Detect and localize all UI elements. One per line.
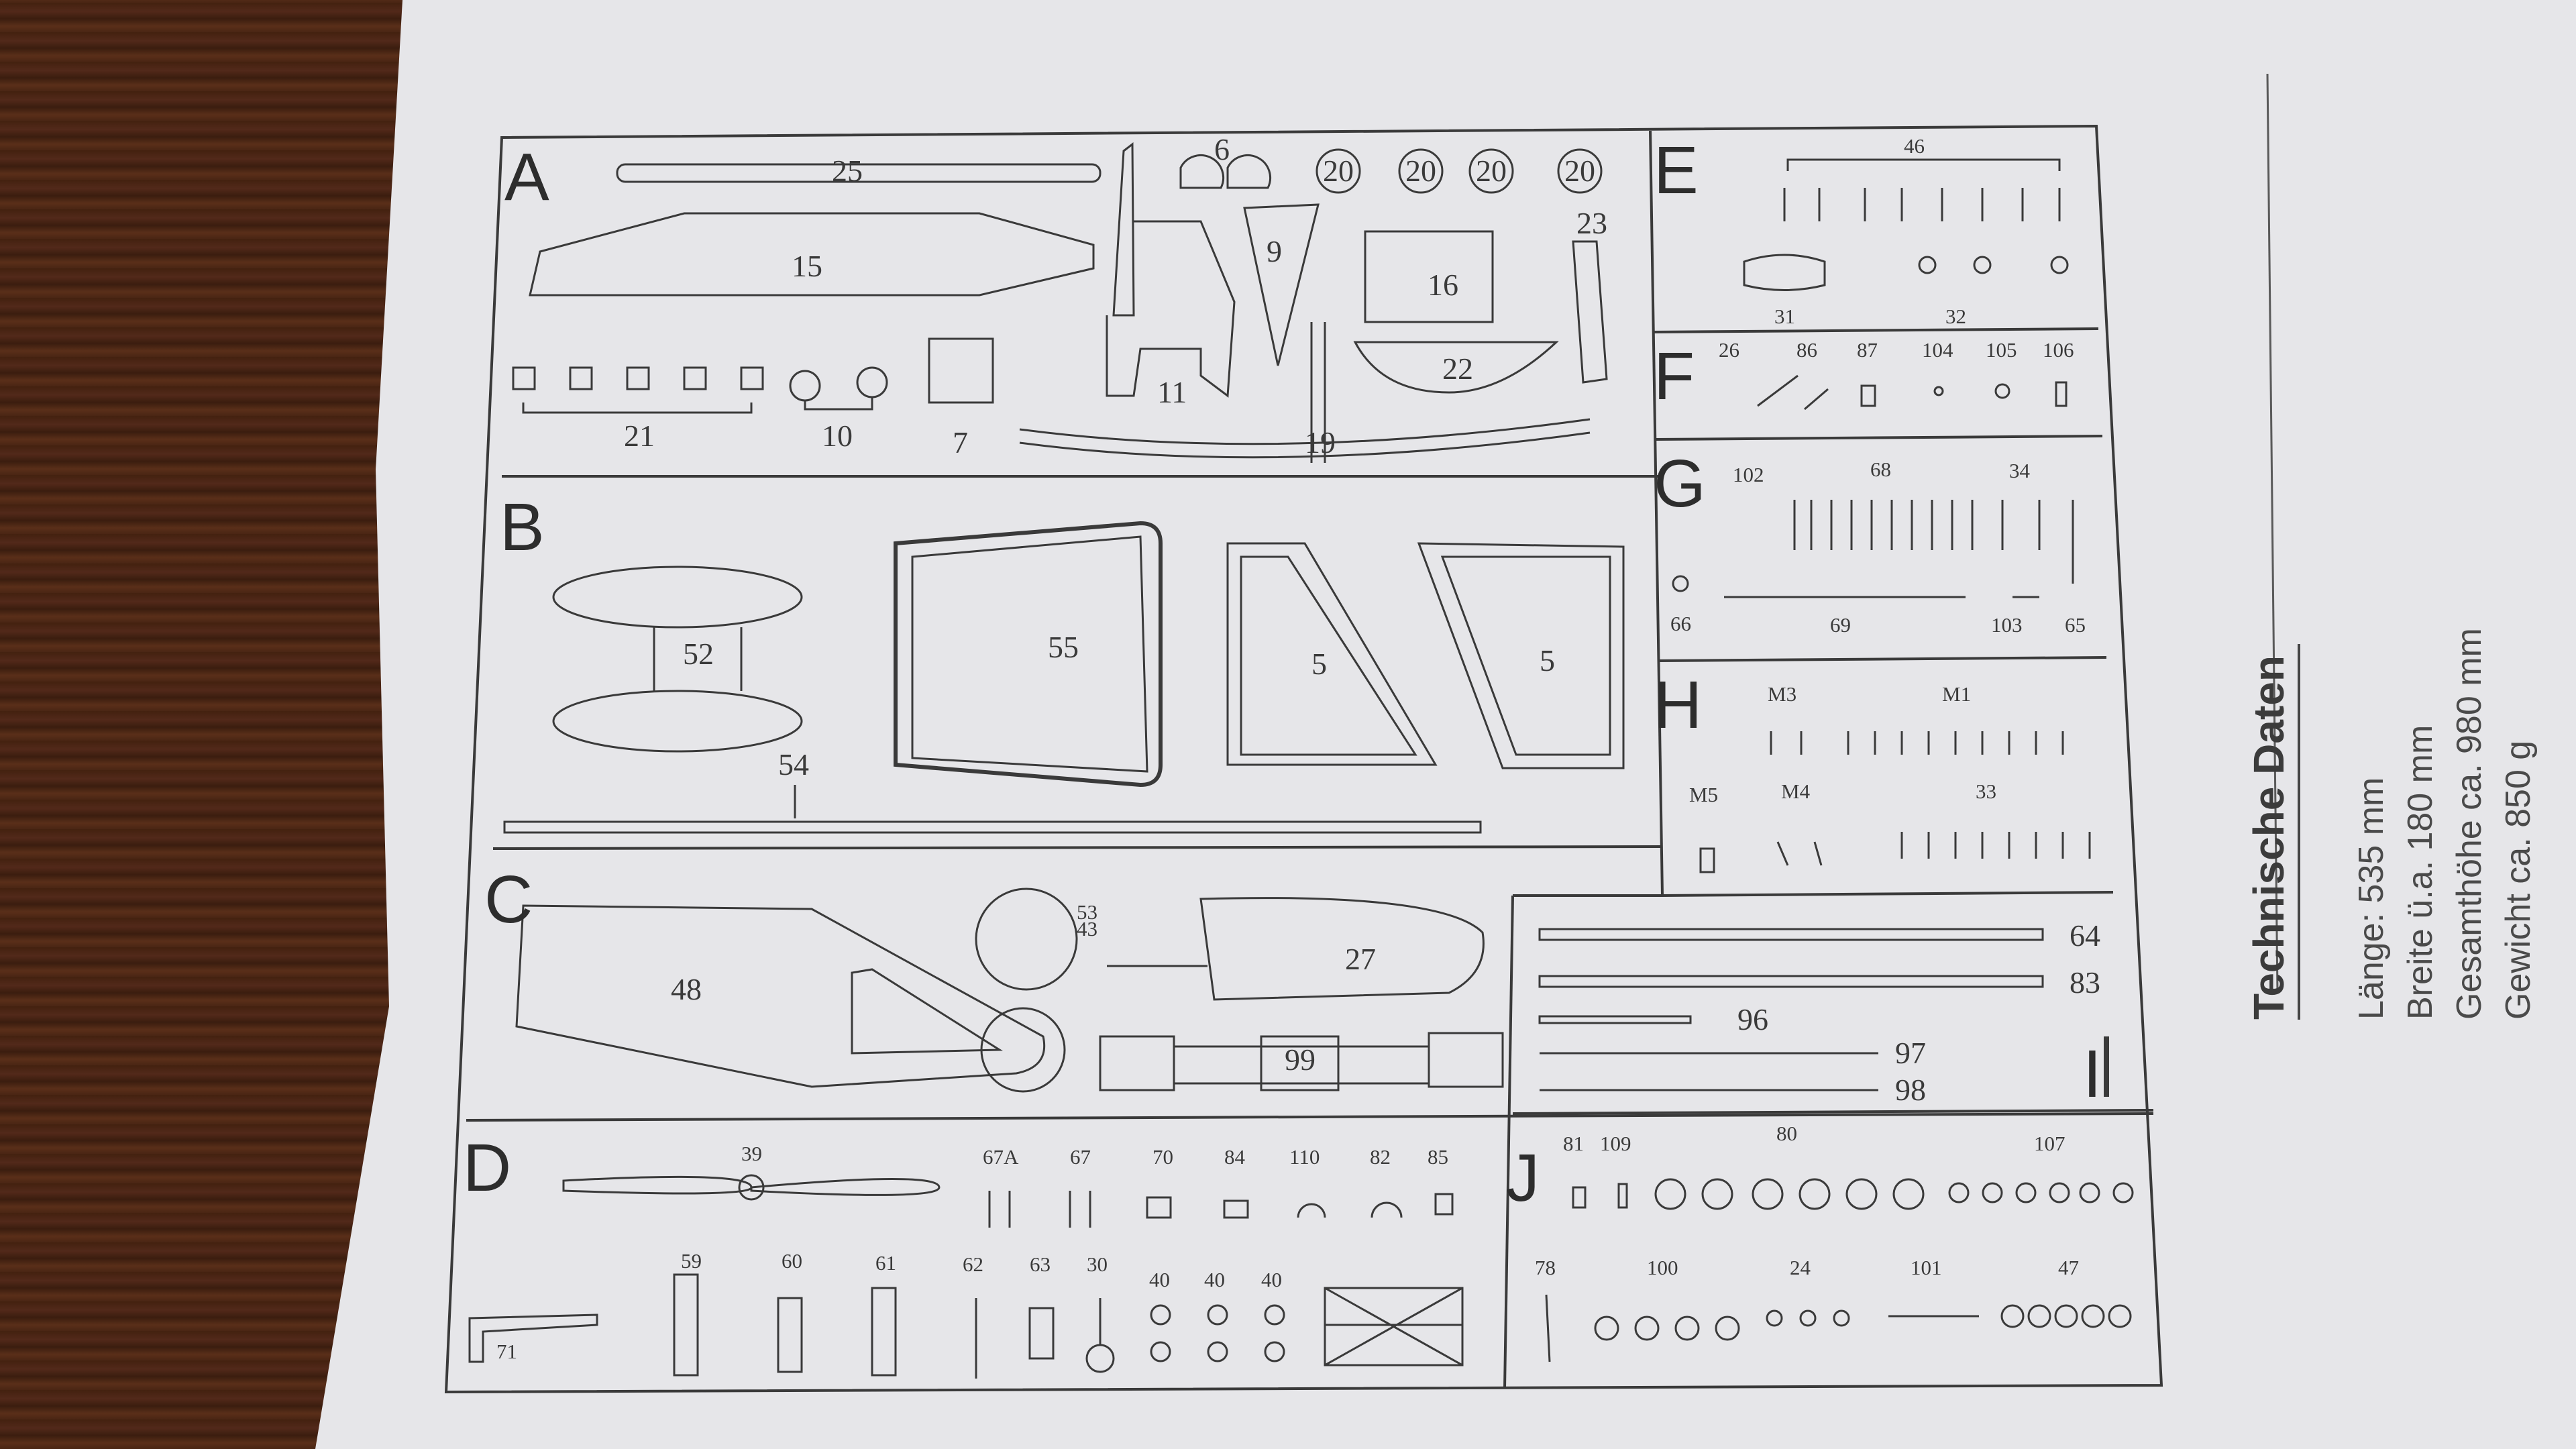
section-letter-d: D [463, 1130, 511, 1205]
part-label: 65 [2065, 613, 2086, 637]
part-label: 60 [782, 1249, 802, 1273]
part-label: M5 [1689, 783, 1718, 806]
spec-height: Gesamthöhe ca. 980 mm [2450, 628, 2489, 1020]
section-letter-i: I [2083, 1036, 2102, 1112]
part-label: 106 [2043, 338, 2074, 362]
part-label: 67 [1070, 1145, 1091, 1169]
part-label: 82 [1370, 1145, 1391, 1169]
section-letter-g: G [1654, 446, 1706, 521]
part-label: 81 [1563, 1132, 1584, 1155]
part-label: 47 [2058, 1256, 2079, 1279]
part-label: 46 [1904, 134, 1925, 158]
part-label: 78 [1535, 1256, 1556, 1279]
part-label: 52 [683, 637, 714, 671]
section-letter-c: C [484, 862, 533, 937]
part-label: 110 [1289, 1145, 1320, 1169]
part-label: 99 [1285, 1042, 1316, 1077]
part-label: 11 [1157, 375, 1187, 409]
outer-frame [444, 124, 2163, 1394]
part-label: 31 [1774, 305, 1795, 328]
spec-length: Länge: 535 mm [2352, 777, 2391, 1020]
part-label: 55 [1048, 630, 1079, 664]
spec-width: Breite ü.a. 180 mm [2401, 724, 2440, 1020]
part-label: 10 [822, 419, 853, 453]
section-letter-a: A [504, 140, 549, 215]
part-label: 23 [1576, 206, 1607, 240]
part-label: 20 [1476, 154, 1507, 188]
part-label: 71 [496, 1340, 517, 1363]
part-label: 67A [983, 1145, 1019, 1169]
part-label: 85 [1428, 1145, 1448, 1169]
part-label: 68 [1870, 458, 1891, 481]
part-label: 20 [1323, 154, 1354, 188]
part-label: 32 [1945, 305, 1966, 328]
part-label: 102 [1733, 463, 1764, 486]
part-label: 66 [1670, 612, 1691, 635]
part-label: 33 [1976, 780, 1996, 803]
part-label: 40 [1261, 1268, 1282, 1291]
section-letter-h: H [1654, 667, 1702, 743]
part-label: 104 [1922, 338, 1953, 362]
part-label: M1 [1942, 682, 1971, 706]
part-label: 39 [741, 1142, 762, 1165]
part-label: 53 [1077, 900, 1097, 924]
section-letter-j: J [1506, 1140, 1540, 1216]
section-letter-e: E [1654, 133, 1699, 208]
part-label: 9 [1267, 234, 1282, 268]
part-label: 83 [2070, 965, 2100, 1000]
part-label: 70 [1152, 1145, 1173, 1169]
part-label: 5 [1311, 647, 1327, 681]
part-label: 63 [1030, 1252, 1051, 1276]
part-label: 105 [1986, 338, 2017, 362]
part-label: 25 [832, 154, 863, 188]
part-label: 40 [1204, 1268, 1225, 1291]
part-label: M3 [1768, 682, 1796, 706]
section-letter-b: B [500, 490, 545, 565]
part-label: 20 [1564, 154, 1595, 188]
part-label: 43 [1077, 917, 1097, 941]
part-label: 16 [1428, 268, 1458, 302]
part-label: M4 [1781, 780, 1811, 803]
part-label: 48 [671, 972, 702, 1006]
part-label: 69 [1830, 613, 1851, 637]
paper-page [315, 0, 2576, 1449]
part-label: 103 [1991, 613, 2023, 637]
part-label: 21 [624, 419, 655, 453]
part-label: 109 [1600, 1132, 1631, 1155]
title-underline [2298, 644, 2300, 1020]
part-label: 100 [1647, 1256, 1678, 1279]
part-label: 34 [2009, 459, 2031, 482]
part-label: 15 [792, 249, 822, 283]
part-label: 64 [2070, 918, 2100, 953]
part-label: 54 [778, 747, 809, 782]
part-label: 20 [1405, 154, 1436, 188]
section-letter-f: F [1654, 339, 1695, 414]
part-label: 59 [681, 1249, 702, 1273]
part-label: 27 [1345, 942, 1376, 976]
part-label: 61 [875, 1251, 896, 1275]
part-label: 5 [1540, 643, 1555, 678]
part-label: 19 [1305, 425, 1336, 460]
part-label: 96 [1737, 1002, 1768, 1036]
part-label: 7 [953, 425, 968, 460]
part-label: 101 [1911, 1256, 1942, 1279]
part-label: 62 [963, 1252, 983, 1276]
technical-data-title: Technische Daten [2245, 655, 2293, 1020]
part-label: 86 [1796, 338, 1817, 362]
part-label: 40 [1149, 1268, 1170, 1291]
part-label: 87 [1857, 338, 1878, 362]
part-label: 84 [1224, 1145, 1246, 1169]
part-label: 98 [1895, 1073, 1926, 1107]
part-label: 30 [1087, 1252, 1108, 1276]
spec-weight: Gewicht ca. 850 g [2499, 740, 2538, 1020]
part-label: 80 [1776, 1122, 1797, 1145]
part-label: 26 [1719, 338, 1739, 362]
part-label: 97 [1895, 1036, 1926, 1070]
part-label: 24 [1790, 1256, 1811, 1279]
part-label: 6 [1214, 132, 1230, 166]
part-label: 107 [2034, 1132, 2065, 1155]
part-label: 22 [1442, 352, 1473, 386]
